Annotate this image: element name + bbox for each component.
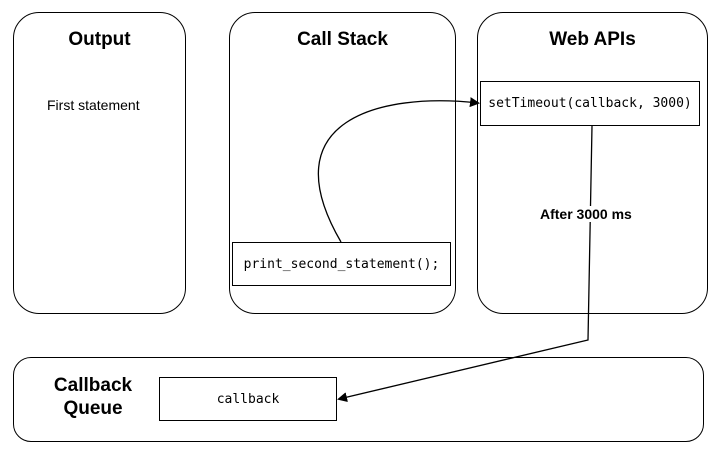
callback-queue-title: Callback Queue <box>38 374 148 420</box>
web-apis-title: Web APIs <box>549 29 636 50</box>
output-panel: Output First statement <box>13 12 186 314</box>
output-line: First statement <box>47 97 140 113</box>
output-title: Output <box>68 29 131 50</box>
callback-queue-item: callback <box>159 377 337 421</box>
callback-queue-panel: Callback Queue <box>13 357 704 442</box>
call-stack-frame: print_second_statement(); <box>232 242 451 286</box>
callback-queue-title-line1: Callback <box>53 375 133 396</box>
timer-edge-label: After 3000 ms <box>540 206 632 222</box>
call-stack-title: Call Stack <box>297 29 388 50</box>
callback-queue-title-line2: Queue <box>63 398 123 419</box>
web-apis-panel: Web APIs <box>477 12 708 314</box>
web-api-timer: setTimeout(callback, 3000) <box>480 81 700 126</box>
